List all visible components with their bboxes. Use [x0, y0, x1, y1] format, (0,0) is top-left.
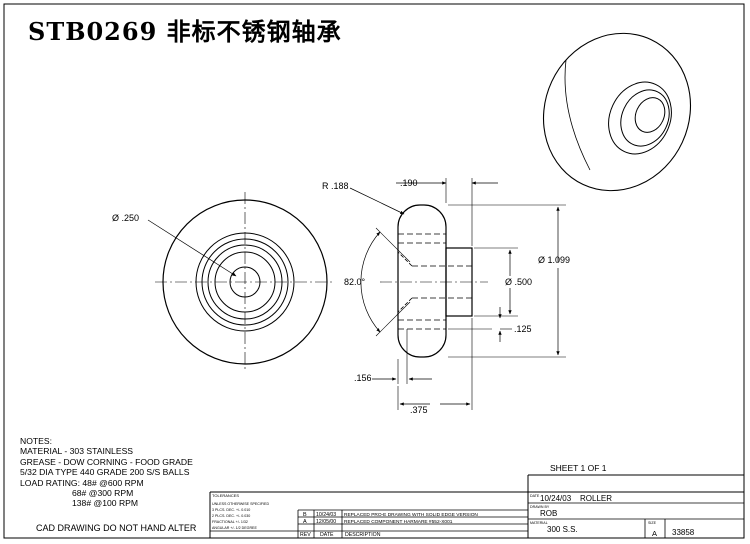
notes-heading: NOTES:: [20, 436, 52, 446]
note-line: LOAD RATING: 48# @600 RPM: [20, 477, 144, 488]
title-date: 10/24/03: [540, 494, 572, 503]
isometric-view: [542, 32, 692, 192]
note-line: MATERIAL - 303 STAINLESS: [20, 446, 134, 457]
drawn-by: ROB: [540, 509, 557, 518]
tolerance-line: FRACTIONAL +/- 1/32: [212, 520, 248, 524]
cad-note: CAD DRAWING DO NOT HAND ALTER: [36, 523, 197, 533]
title-block-grid: [209, 474, 744, 538]
tolerance-line: 3 PLCS. DEC. +/- 0.010: [212, 508, 250, 512]
drawing-title: STB0269 非标不锈钢轴承: [28, 17, 342, 46]
dim-width-top: .190: [400, 178, 418, 188]
dim-angle: 82.0°: [344, 277, 366, 287]
drawing-number: 33858: [672, 528, 695, 537]
drawing-size: A: [652, 529, 657, 538]
front-view: [147, 192, 335, 372]
sheet-border: [3, 3, 745, 539]
dim-offset-156: .156: [354, 373, 372, 383]
revision-date: 12/05/00: [316, 519, 336, 525]
drawn-by-label: DRAWN BY: [530, 505, 550, 509]
dim-hub-dia: Ø .500: [505, 277, 532, 287]
revision-header-date: DATE: [320, 532, 334, 538]
part-name: ROLLER: [580, 494, 612, 503]
revision-rev: B: [303, 512, 307, 518]
title-material: 300 S.S.: [547, 525, 578, 534]
revision-date: 10/24/03: [316, 512, 336, 518]
dim-offset-125: .125: [514, 324, 532, 334]
tolerance-line: UNLESS OTHERWISE SPECIFIED: [212, 502, 269, 506]
revision-description: REPLACED PRO-E DRAWING WITH SOLID EDGE V…: [344, 512, 478, 518]
note-line: 68# @300 RPM: [72, 488, 134, 499]
note-line: 5/32 DIA TYPE 440 GRADE 200 S/S BALLS: [20, 467, 190, 478]
revision-rev: A: [303, 519, 307, 525]
tolerance-line: ANGULAR +/- 1/2 DEGREE: [212, 526, 257, 530]
revision-header-rev: REV: [300, 532, 311, 538]
side-view: [349, 178, 566, 410]
dim-radius: R .188: [322, 181, 349, 191]
material-label: MATERIAL: [530, 521, 548, 525]
date-label: DATE: [530, 494, 540, 498]
dim-width-375: .375: [410, 405, 428, 415]
size-label: SIZE: [648, 521, 657, 525]
revision-description: REPLACED COMPONENT HARMARE #552-X001: [344, 519, 453, 525]
sheet-number: SHEET 1 OF 1: [550, 463, 607, 473]
dim-bore-dia: Ø .250: [112, 213, 139, 223]
revision-header-description: DESCRIPTION: [345, 532, 381, 538]
tolerance-heading: TOLERANCES: [212, 493, 239, 498]
dim-outer-dia: Ø 1.099: [538, 255, 570, 265]
tolerance-line: 2 PLCS. DEC. +/- 0.030: [212, 514, 250, 518]
note-line: GREASE - DOW CORNING - FOOD GRADE: [20, 456, 193, 467]
notes-block: NOTES: MATERIAL - 303 STAINLESS GREASE -…: [20, 436, 193, 509]
note-line: 138# @100 RPM: [72, 498, 139, 509]
